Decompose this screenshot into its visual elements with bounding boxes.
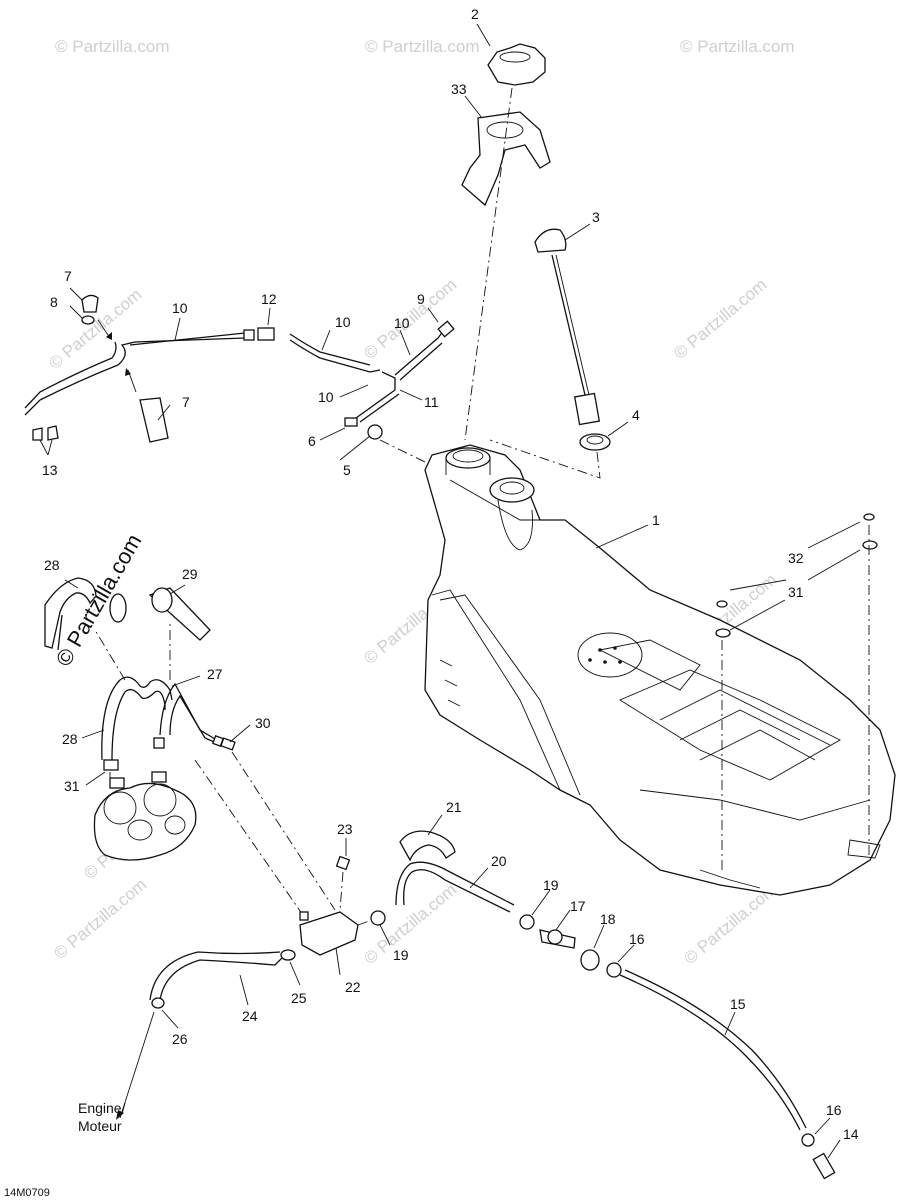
- callout-28: 29: [182, 566, 198, 582]
- callout-7: 7: [182, 394, 190, 410]
- callout-10: 10: [335, 314, 351, 330]
- callout-16: 16: [826, 1102, 842, 1118]
- engine-label: Engine/: [78, 1100, 126, 1116]
- callout-5: 5: [343, 462, 351, 478]
- callout-18: 18: [600, 911, 616, 927]
- callout-17: 17: [570, 898, 586, 914]
- callout-2: 2: [471, 6, 479, 22]
- callout-13: 13: [42, 462, 58, 478]
- callout-11: 11: [424, 394, 439, 410]
- leader-lines: [39, 23, 861, 1159]
- filler-holder-bracket: [461, 111, 551, 207]
- callout-31: 31: [788, 584, 804, 600]
- callout-10: 10: [172, 300, 188, 316]
- callout-29: 30: [255, 715, 271, 731]
- tank-bolt-washers: [715, 513, 878, 870]
- callout-21: 21: [446, 799, 462, 815]
- callout-15: 15: [730, 996, 746, 1012]
- callout-30: 31: [64, 778, 80, 794]
- callout-28: 28: [44, 557, 60, 573]
- watermark-large: © Partzilla.com: [51, 530, 147, 671]
- callout-22: 22: [345, 979, 361, 995]
- vent-hose-system: [24, 294, 455, 463]
- callout-10: 10: [318, 389, 334, 405]
- engine-label-fr: Moteur: [78, 1118, 122, 1134]
- sender-grommet: [579, 433, 611, 451]
- fuel-tank: [424, 444, 896, 896]
- watermark: © Partzilla.com: [50, 875, 150, 963]
- callout-25: 25: [291, 990, 307, 1006]
- callout-4: 4: [632, 407, 640, 423]
- filler-cap: [487, 43, 546, 86]
- watermark: © Partzilla.com: [680, 37, 795, 56]
- watermark: © Partzilla.com: [360, 275, 460, 363]
- fuel-valve: [116, 855, 359, 1120]
- callout-7: 7: [64, 268, 72, 284]
- callout-6: 6: [308, 433, 316, 449]
- callout-19: 19: [393, 947, 409, 963]
- diagram-code: 14M0709: [4, 1187, 50, 1199]
- callout-19: 19: [543, 877, 559, 893]
- callout-24: 24: [242, 1008, 258, 1024]
- watermark: © Partzilla.com: [55, 37, 170, 56]
- callout-8: 8: [50, 294, 58, 310]
- callout-23: 23: [337, 821, 353, 837]
- callout-12: 12: [261, 291, 277, 307]
- carburetor-assembly: [44, 577, 336, 919]
- main-fuel-line: [357, 830, 836, 1180]
- callout-33: 33: [451, 81, 467, 97]
- callout-27: 28: [62, 731, 78, 747]
- watermark: © Partzilla.com: [670, 275, 770, 363]
- dash-cap-to-neck: [464, 87, 513, 441]
- dash-sender-to-tank: [489, 439, 601, 479]
- callout-32: 32: [788, 550, 804, 566]
- callout-16: 16: [629, 931, 645, 947]
- callout-27: 27: [207, 666, 223, 682]
- callout-9: 9: [417, 291, 425, 307]
- callout-10: 10: [394, 315, 410, 331]
- callout-20: 20: [491, 853, 507, 869]
- watermark: © Partzilla.com: [365, 37, 480, 56]
- callout-3: 3: [592, 209, 600, 225]
- fuel-sender: [534, 228, 601, 426]
- callout-1: 1: [652, 512, 660, 528]
- callout-26: 26: [172, 1031, 188, 1047]
- callout-14: 14: [843, 1126, 859, 1142]
- callout-labels: 2 33 3 4 1 32 31 7 8 10 12 10 10 9 10 11…: [4, 6, 859, 1199]
